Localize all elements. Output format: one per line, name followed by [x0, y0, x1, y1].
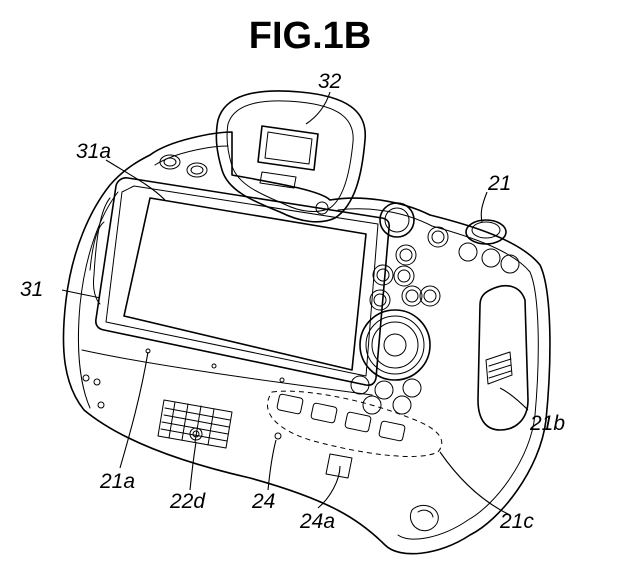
label-24: 24: [251, 490, 275, 513]
camera-body: [62, 131, 551, 555]
label-21a: 21a: [99, 470, 135, 493]
bottom-button-row: [267, 390, 443, 457]
reference-labels: 32 31a 21 31 21b 21a 22d 24 24a 21c: [20, 70, 565, 533]
figure-title: FIG.1B: [249, 15, 371, 57]
label-31: 31: [20, 278, 43, 301]
label-22d: 22d: [169, 490, 206, 513]
label-24a: 24a: [299, 510, 335, 533]
label-32: 32: [318, 70, 342, 93]
label-31a: 31a: [76, 140, 111, 163]
control-wheel: [359, 309, 431, 381]
label-21c: 21c: [499, 510, 534, 533]
lcd-screen: [123, 197, 367, 371]
thumb-grip: [477, 284, 529, 431]
label-21b: 21b: [529, 412, 565, 435]
bottom-plate: [82, 374, 439, 532]
label-21: 21: [487, 172, 511, 195]
dashed-region: [267, 390, 443, 457]
speaker-grille: [157, 399, 233, 449]
lcd-monitor: [81, 177, 391, 396]
control-buttons: [350, 202, 529, 431]
leader-lines: [61, 91, 529, 515]
camera-body-outline: [62, 131, 551, 555]
viewfinder-eyecup: [215, 90, 366, 223]
tripod-socket: [189, 427, 203, 441]
